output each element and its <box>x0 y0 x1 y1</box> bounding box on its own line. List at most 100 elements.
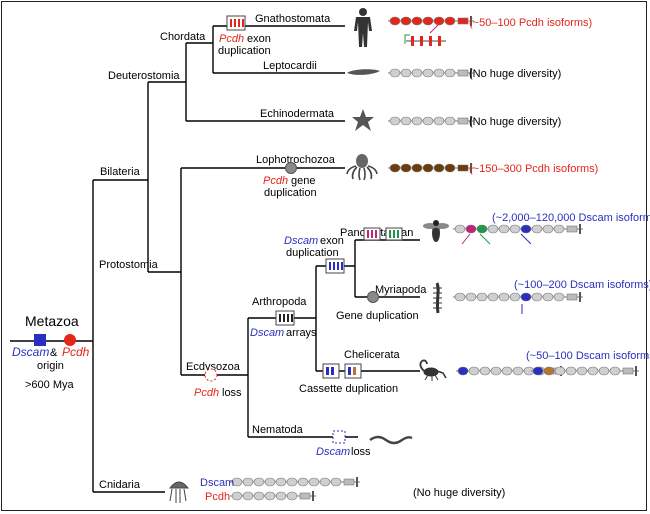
exon-domain <box>465 224 477 234</box>
event-pcdh-exon-dup-pcdh: Pcdh <box>219 33 244 45</box>
gene-gnathostomata-pcdh <box>388 16 474 26</box>
root-title: Metazoa <box>25 313 79 329</box>
root-origin-label: origin <box>37 360 64 372</box>
exon-domain <box>454 292 466 302</box>
exon-domain <box>520 224 532 234</box>
tm-domain <box>566 293 578 301</box>
gene-detail-annotations <box>404 24 532 314</box>
exon-domain <box>565 366 577 376</box>
membrane-tick <box>470 163 472 173</box>
gene-leptocardii <box>388 68 474 78</box>
event-dscam-loss-dscam: Dscam <box>316 446 350 458</box>
pcdh-origin-circle <box>64 334 76 346</box>
membrane-tick <box>470 68 472 78</box>
jellyfish-icon <box>168 481 190 503</box>
diversity-cnidaria: (No huge diversity) <box>413 487 505 499</box>
exon-domain <box>509 292 521 302</box>
exon-domain <box>422 163 434 173</box>
exon-domain <box>422 116 434 126</box>
event-dscam-arrays-arrays: arrays <box>286 327 317 339</box>
dscam-origin-square <box>34 334 46 346</box>
exon-domain <box>308 477 320 487</box>
exon-domain <box>476 292 488 302</box>
exon-domain <box>542 224 554 234</box>
event-markers: Pcdh exon duplication Pcdh gene duplicat… <box>194 15 419 458</box>
exon-domain <box>411 16 423 26</box>
clade-leptocardii: Leptocardii <box>263 60 317 72</box>
gene-chelicerata-dscam-b <box>531 366 639 376</box>
clade-ecdysozoa: Ecdysozoa <box>186 361 241 373</box>
root-metazoa: Metazoa Dscam & Pcdh origin >600 Mya <box>12 313 90 391</box>
root-age-label: >600 Mya <box>25 379 74 391</box>
exon-domain <box>444 163 456 173</box>
exon-domain <box>531 224 543 234</box>
event-pcdh-gene-dup-gene: gene <box>291 175 315 187</box>
exon-domain <box>576 366 588 376</box>
gene-cnidaria-dscam <box>230 477 360 487</box>
cnidaria-dscam-label: Dscam <box>200 477 234 489</box>
diversity-gnathostomata: (~50–100 Pcdh isoforms) <box>469 17 592 29</box>
exon-domain <box>433 116 445 126</box>
exon-domain <box>231 477 243 487</box>
exon-domain <box>520 292 532 302</box>
octopus-icon <box>346 154 378 181</box>
clade-echinodermata: Echinodermata <box>260 108 335 120</box>
gene-diagrams <box>230 16 639 501</box>
event-dscam-arrays-dscam: Dscam <box>250 327 284 339</box>
exon-domain <box>264 491 276 501</box>
exon-domain <box>498 292 510 302</box>
membrane-tick <box>635 366 637 376</box>
clade-chelicerata: Chelicerata <box>344 349 401 361</box>
exon-domain <box>389 16 401 26</box>
exon-domain <box>509 224 521 234</box>
clade-nematoda: Nematoda <box>252 424 304 436</box>
exon-domain <box>479 366 491 376</box>
exon-domain <box>598 366 610 376</box>
clade-gnathostomata: Gnathostomata <box>255 13 331 25</box>
exon-domain <box>319 477 331 487</box>
dscam-exon-duplication-box <box>325 258 345 274</box>
exon-domain <box>531 292 543 302</box>
gene-cnidaria-pcdh <box>230 491 316 501</box>
exon-domain <box>532 366 544 376</box>
tm-domain <box>622 367 634 375</box>
exon-domain <box>487 292 499 302</box>
exon-domain <box>389 163 401 173</box>
exon-domain <box>444 68 456 78</box>
exon-domain <box>444 116 456 126</box>
pcdh-loss-dashed-circle <box>204 368 218 382</box>
clade-chordata: Chordata <box>160 31 206 43</box>
centipede-icon <box>433 282 442 314</box>
exon-domain <box>454 224 466 234</box>
tm-domain <box>457 17 469 25</box>
exon-domain <box>609 366 621 376</box>
exon-domain <box>400 116 412 126</box>
exon-domain <box>587 366 599 376</box>
gene-echinodermata <box>388 116 474 126</box>
exon-domain <box>490 366 502 376</box>
exon-domain <box>422 68 434 78</box>
exon-domain <box>330 477 342 487</box>
exon-domain <box>487 224 499 234</box>
membrane-tick <box>579 224 581 234</box>
exon-domain <box>411 116 423 126</box>
exon-domain <box>400 163 412 173</box>
cnidaria-pcdh-label: Pcdh <box>205 491 230 503</box>
exon-domain <box>465 292 477 302</box>
exon-domain <box>433 16 445 26</box>
exon-domain <box>400 68 412 78</box>
clade-bilateria: Bilateria <box>100 166 141 178</box>
membrane-tick <box>356 477 358 487</box>
exon-domain <box>286 491 298 501</box>
diversity-pancrustacean: (~2,000–120,000 Dscam isoforms) <box>492 212 650 224</box>
clade-labels: Bilateria Deuterostomia Chordata Gnathos… <box>99 13 427 491</box>
exon-domain <box>433 163 445 173</box>
dscam-loss-dashed-square <box>332 430 346 444</box>
tm-domain <box>457 164 469 172</box>
event-pcdh-gene-dup-duplication: duplication <box>264 187 317 199</box>
membrane-tick <box>579 292 581 302</box>
event-gene-duplication: Gene duplication <box>336 310 419 322</box>
tree-branches <box>10 25 420 493</box>
clade-arthropoda: Arthropoda <box>252 296 307 308</box>
